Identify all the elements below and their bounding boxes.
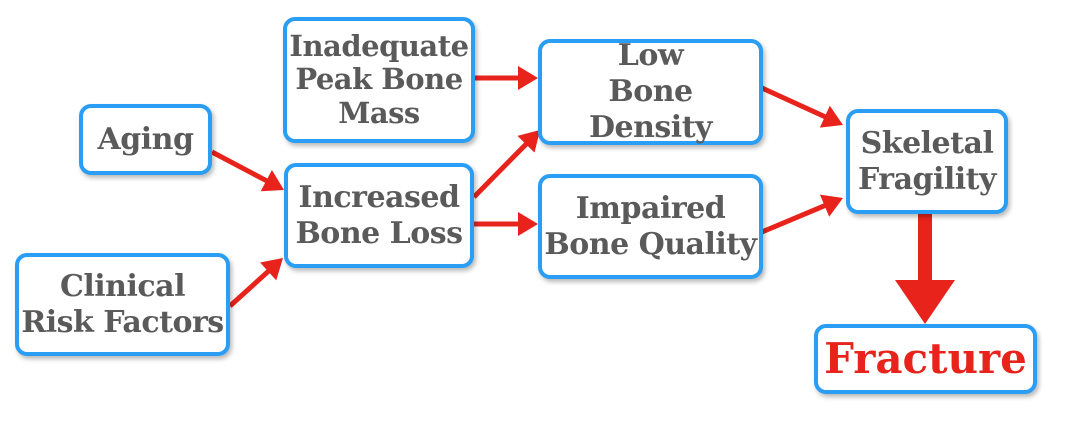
arrow-head — [517, 130, 540, 153]
arrow-head — [518, 212, 538, 236]
arrow-shaft — [228, 268, 272, 308]
arrow-shaft — [761, 202, 828, 235]
node-aging: Aging — [79, 104, 212, 175]
node-fracture: Fracture — [814, 324, 1037, 394]
arrow-clinical-risk-factors-to-increased-bone-loss — [228, 258, 283, 308]
arrow-increased-bone-loss-to-low-bone-density — [472, 130, 540, 199]
node-skeletal-fragility: Skeletal Fragility — [846, 109, 1008, 214]
arrow-inadequate-peak-bone-mass-to-low-bone-density — [474, 66, 538, 90]
arrow-head — [260, 258, 283, 281]
node-label-clinical-risk-factors: Clinical Risk Factors — [21, 268, 224, 340]
node-label-aging: Aging — [97, 121, 194, 157]
arrow-shaft — [760, 85, 828, 120]
node-increased-bone-loss: Increased Bone Loss — [284, 163, 474, 268]
arrow-impaired-bone-quality-to-skeletal-fragility — [761, 194, 843, 235]
arrow-head — [518, 66, 538, 90]
node-label-increased-bone-loss: Increased Bone Loss — [295, 179, 463, 251]
arrow-head — [895, 280, 955, 324]
arrow-increased-bone-loss-to-impaired-bone-quality — [474, 212, 538, 236]
node-impaired-bone-quality: Impaired Bone Quality — [538, 174, 763, 279]
node-label-low-bone-density: Low Bone Density — [589, 38, 713, 145]
arrow-head — [260, 170, 284, 192]
arrow-skeletal-fragility-to-fracture — [895, 213, 955, 324]
arrow-shaft — [472, 141, 530, 199]
arrow-shaft — [210, 149, 270, 184]
arrow-low-bone-density-to-skeletal-fragility — [760, 85, 843, 128]
arrow-aging-to-increased-bone-loss — [210, 149, 284, 192]
node-clinical-risk-factors: Clinical Risk Factors — [15, 253, 230, 356]
arrow-head — [819, 105, 843, 128]
node-label-impaired-bone-quality: Impaired Bone Quality — [544, 190, 757, 262]
node-inadequate-peak-bone-mass: Inadequate Peak Bone Mass — [283, 17, 475, 143]
node-label-fracture: Fracture — [824, 333, 1027, 383]
arrow-head — [819, 194, 843, 217]
node-label-inadequate-peak-bone-mass: Inadequate Peak Bone Mass — [289, 28, 469, 130]
node-label-skeletal-fragility: Skeletal Fragility — [858, 125, 996, 197]
node-low-bone-density: Low Bone Density — [538, 38, 763, 145]
